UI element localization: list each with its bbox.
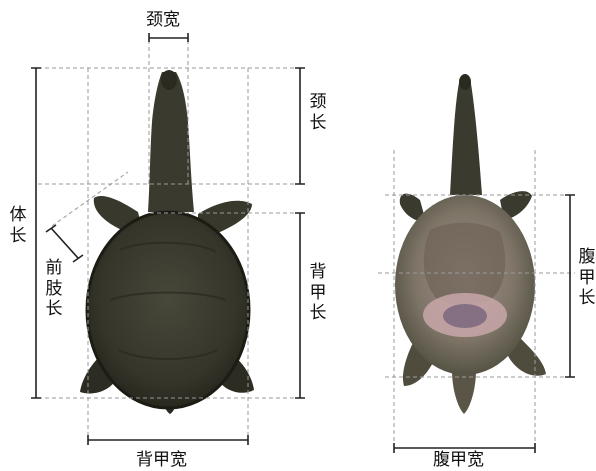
body-length-label: 体长 (9, 205, 27, 246)
plastron-length-bracket (565, 195, 575, 377)
carapace-length-label: 背甲长 (309, 262, 327, 324)
forelimb-length-label: 前肢长 (45, 258, 63, 320)
ventral-head (459, 74, 471, 90)
dorsal-head (161, 70, 177, 90)
neck-width-label: 颈宽 (146, 12, 180, 29)
ventral-neck (450, 78, 482, 195)
ventral-purple-patch (443, 304, 487, 328)
dorsal-neck (148, 72, 194, 212)
neck-width-bracket (149, 33, 188, 42)
ventral-plastron-pattern (424, 223, 505, 305)
carapace-width-label: 背甲宽 (136, 452, 187, 469)
plastron-width-label: 腹甲宽 (433, 452, 484, 469)
body-length-bracket (31, 68, 41, 398)
plastron-length-label: 腹甲长 (578, 247, 596, 309)
neck-length-bracket (295, 68, 305, 184)
carapace-width-bracket (88, 435, 248, 445)
neck-length-label: 颈长 (309, 92, 327, 133)
ventral-turtle (395, 74, 546, 414)
forelimb-length-bracket (46, 225, 83, 262)
dorsal-turtle (80, 70, 254, 414)
carapace-length-bracket (295, 213, 305, 398)
